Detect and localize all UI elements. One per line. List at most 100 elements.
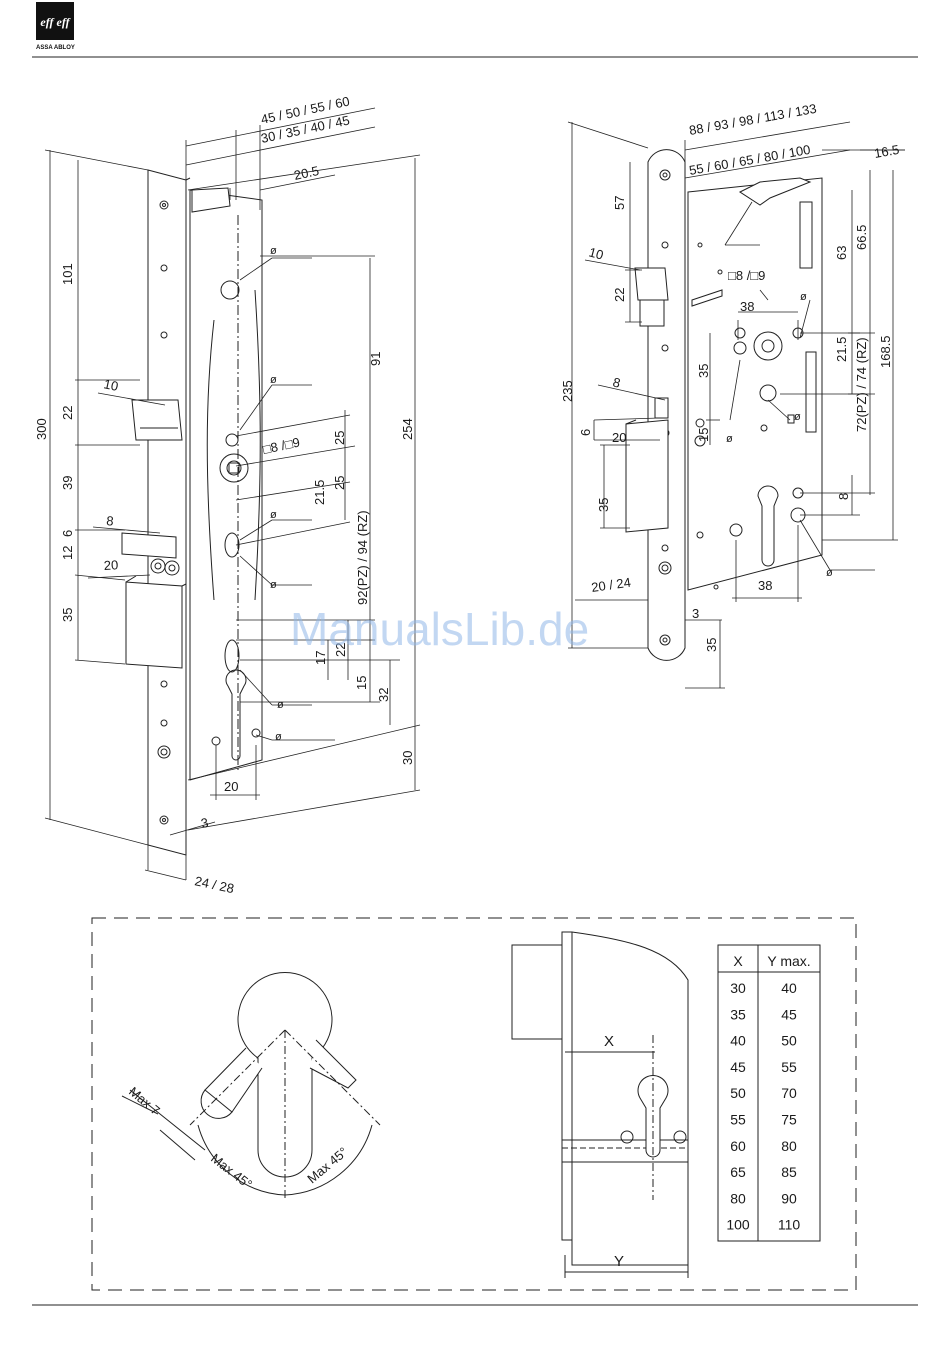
dim-20b: 20 <box>224 779 238 794</box>
dim-30: 30 <box>400 751 415 765</box>
dim-6: 6 <box>60 530 75 537</box>
front-view-lock <box>121 169 263 856</box>
dim-side-phi-3: ø <box>794 411 801 423</box>
dim-3: 3 <box>200 815 210 831</box>
table-header: X <box>733 953 743 969</box>
dim-39: 39 <box>60 476 75 490</box>
detail-box <box>91 917 857 1291</box>
dim-side-8b: 8 <box>836 493 851 500</box>
table-cell: 55 <box>781 1059 797 1075</box>
dim-35: 35 <box>60 608 75 622</box>
dim-side-phi-4: ø <box>826 567 833 579</box>
dim-side-22: 22 <box>612 288 627 302</box>
dim-side-8: 8 <box>611 374 622 390</box>
dim-side-35c: 35 <box>704 638 719 652</box>
label-max-45-left: Max 45° <box>208 1151 255 1192</box>
side-view-dimension-lines <box>567 121 905 689</box>
dim-side-phi-1: ø <box>800 291 807 303</box>
table-cell: 40 <box>730 1033 746 1049</box>
x-y-table <box>717 944 821 1242</box>
dim-24-28: 24 / 28 <box>193 873 235 896</box>
front-view-dimension-lines <box>44 107 421 881</box>
dim-254: 254 <box>400 418 415 440</box>
dim-side-10: 10 <box>587 244 605 262</box>
table-cell: 40 <box>781 980 797 996</box>
table-cell: 80 <box>730 1190 746 1206</box>
table-cell: 35 <box>730 1006 746 1022</box>
dim-side-38b: 38 <box>758 578 772 593</box>
dim-side-20: 20 <box>612 430 626 445</box>
logo-brand: ASSA ABLOY <box>36 45 75 51</box>
dim-22: 22 <box>60 406 75 420</box>
table-cell: 85 <box>781 1164 797 1180</box>
dim-square: □8 /□9 <box>262 434 302 456</box>
dim-16-5: 16.5 <box>873 142 901 161</box>
dim-side-3: 3 <box>692 606 699 621</box>
dim-101: 101 <box>60 263 75 285</box>
dim-15: 15 <box>354 676 369 690</box>
dim-side-6: 6 <box>578 429 593 436</box>
dim-phi-6: ø <box>275 731 282 743</box>
dim-63: 63 <box>834 246 849 260</box>
dim-pz-rz: 92(PZ) / 94 (RZ) <box>355 510 370 605</box>
dim-20-5: 20.5 <box>293 163 321 183</box>
door-edge-detail <box>511 931 689 1278</box>
dim-8: 8 <box>106 513 115 529</box>
dim-25b: 25 <box>332 476 347 490</box>
table-cell: 100 <box>726 1217 750 1233</box>
dim-57: 57 <box>612 196 627 210</box>
table-cell: 65 <box>730 1164 746 1180</box>
label-y: Y <box>614 1253 624 1270</box>
dim-side-15: 15 <box>696 428 711 442</box>
table-header: Y max. <box>767 953 810 969</box>
dim-66-5: 66.5 <box>854 225 869 250</box>
dim-phi-5: ø <box>277 699 284 711</box>
dim-21-5: 21.5 <box>312 480 327 505</box>
dim-22b: 22 <box>333 643 348 657</box>
logo-mark: eff eff <box>40 15 70 29</box>
dim-12: 12 <box>60 546 75 560</box>
dim-25a: 25 <box>332 431 347 445</box>
dim-side-width-top: 88 / 93 / 98 / 113 / 133 <box>688 101 818 138</box>
dim-side-phi-2: ø <box>726 433 733 445</box>
table-cell: 45 <box>730 1059 746 1075</box>
dim-phi-2: ø <box>270 374 277 386</box>
dim-phi-3: ø <box>270 509 277 521</box>
dim-91: 91 <box>368 352 383 366</box>
dim-phi-4: ø <box>270 579 277 591</box>
table-cell: 60 <box>730 1138 746 1154</box>
table-cell: 30 <box>730 980 746 996</box>
table-cell: 55 <box>730 1112 746 1128</box>
dim-side-35: 35 <box>596 498 611 512</box>
table-cell: 45 <box>781 1006 797 1022</box>
dim-235: 235 <box>560 380 575 402</box>
front-view-dimension-texts: 45 / 50 / 55 / 60 30 / 35 / 40 / 45 20.5… <box>34 93 415 896</box>
dim-300: 300 <box>34 418 49 440</box>
dim-32: 32 <box>376 688 391 702</box>
table-cell: 110 <box>778 1217 801 1233</box>
dim-168-5: 168.5 <box>878 335 893 368</box>
watermark: ManualsLib.de <box>290 603 589 655</box>
dim-side-pz-rz: 72(PZ) / 74 (RZ) <box>854 337 869 432</box>
dim-side-21-5: 21.5 <box>834 337 849 362</box>
dim-side-square: □8 /□9 <box>728 268 765 283</box>
dim-20: 20 <box>103 557 118 573</box>
dim-10: 10 <box>102 376 119 394</box>
dim-side-38: 38 <box>740 299 754 314</box>
dim-side-35b: 35 <box>696 364 711 378</box>
dim-phi-1: ø <box>270 245 277 257</box>
door-edge-labels: X Y <box>604 1033 624 1270</box>
table-cell: 50 <box>781 1033 797 1049</box>
table-cell: 70 <box>781 1085 797 1101</box>
logo: eff eff ASSA ABLOY <box>36 2 75 51</box>
table-cell: 80 <box>781 1138 797 1154</box>
dim-17: 17 <box>313 651 328 665</box>
table-cell: 50 <box>730 1085 746 1101</box>
label-x: X <box>604 1033 614 1050</box>
dim-20-24: 20 / 24 <box>590 575 631 595</box>
cam-rotation-detail <box>121 972 381 1198</box>
table-cell: 90 <box>781 1190 797 1206</box>
side-view-lock <box>625 149 823 661</box>
